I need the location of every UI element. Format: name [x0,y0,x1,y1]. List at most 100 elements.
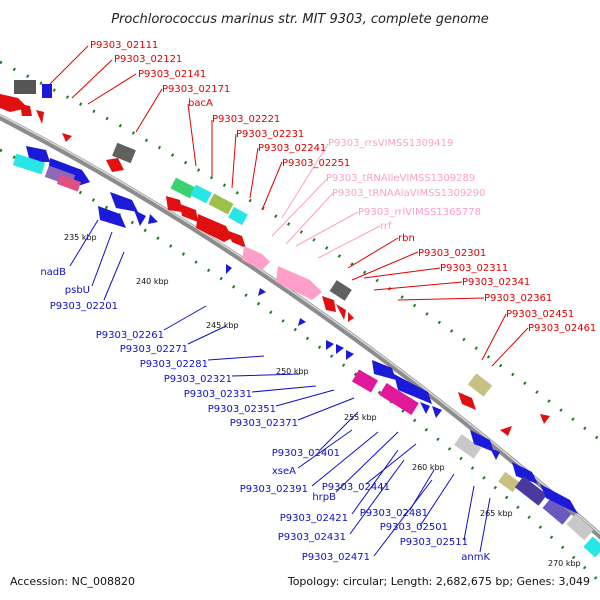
gene-block[interactable] [228,206,248,226]
gene-arrow[interactable] [26,146,50,162]
gene-arrow[interactable] [512,462,538,484]
gene-label[interactable]: P9303_02221 [212,114,280,125]
gene-label[interactable]: psbU [65,285,90,296]
rna-arrow[interactable] [242,246,270,270]
gene-block[interactable] [542,497,572,525]
gene-label[interactable]: P9303_02351 [208,404,276,415]
gene-arrow[interactable] [490,448,500,460]
gene-block[interactable] [467,373,493,397]
gene-arrow[interactable] [106,158,124,172]
gene-block[interactable] [454,434,482,459]
gene-arrow[interactable] [20,104,32,116]
rna-label[interactable]: rrf [380,221,392,232]
gene-label[interactable]: P9303_02421 [280,513,348,524]
gene-arrow[interactable] [540,484,578,514]
gene-label[interactable]: P9303_02341 [462,277,530,288]
bottom-labels: nadB psbU P9303_02201 P9303_02261 P9303_… [40,267,490,563]
gene-block[interactable] [514,476,548,506]
gene-block[interactable] [583,536,600,558]
gene-block[interactable] [190,184,212,204]
gene-arrow[interactable] [348,312,354,322]
gene-arrow[interactable] [500,426,512,436]
gene-label[interactable]: anmK [461,552,490,563]
gene-label[interactable]: nadB [40,267,66,278]
gene-label[interactable]: P9303_02121 [114,54,182,65]
gene-block[interactable] [329,280,352,301]
gene-label[interactable]: P9303_02391 [240,484,308,495]
tick-label: 245 kbp [206,321,239,330]
gene-label[interactable]: P9303_02461 [528,323,596,334]
gene-block[interactable] [566,513,594,541]
gene-arrow[interactable] [148,214,158,224]
gene-label[interactable]: bacA [188,98,213,109]
gene-arrow[interactable] [432,406,442,418]
gene-label[interactable]: P9303_02451 [506,309,574,320]
gene-arrow[interactable] [196,214,232,242]
gene-arrow[interactable] [322,296,336,312]
gene-label[interactable]: P9303_02481 [360,508,428,519]
gene-block[interactable] [12,153,46,175]
gene-arrow[interactable] [326,340,334,350]
gene-label[interactable]: P9303_02471 [302,552,370,563]
gene-label[interactable]: P9303_02511 [400,537,468,548]
rna-label[interactable]: P9303_tRNAIleVIMSS1309289 [326,173,475,184]
gene-label[interactable]: P9303_02371 [230,418,298,429]
gene-arrow[interactable] [420,402,430,414]
gene-block[interactable] [42,84,52,98]
gene-label[interactable]: P9303_02141 [138,69,206,80]
gene-arrow[interactable] [226,264,232,274]
gene-label[interactable]: P9303_02261 [96,330,164,341]
gene-arrow[interactable] [258,288,266,296]
gene-arrow[interactable] [134,210,146,226]
gene-label[interactable]: P9303_02171 [162,84,230,95]
gene-label[interactable]: P9303_02231 [236,129,304,140]
gene-label[interactable]: rbn [398,233,415,244]
gene-arrow[interactable] [458,392,476,410]
gene-block[interactable] [56,174,82,192]
rna-arrow[interactable] [276,266,322,300]
gene-arrow[interactable] [110,192,138,212]
gene-arrow[interactable] [98,206,126,228]
gene-label[interactable]: P9303_02281 [140,359,208,370]
rna-label[interactable]: P9303_rrlVIMSS1365778 [358,207,481,218]
forward-strand-features [0,80,550,436]
gene-label[interactable]: P9303_02401 [272,448,340,459]
gene-arrow[interactable] [336,304,346,320]
gene-arrow[interactable] [166,196,182,212]
gene-arrow[interactable] [372,360,396,380]
gene-arrow[interactable] [346,350,354,360]
gene-label[interactable]: P9303_02241 [258,143,326,154]
gene-label[interactable]: P9303_02441 [322,482,390,493]
gene-label[interactable]: P9303_02201 [50,301,118,312]
gene-arrow[interactable] [298,318,306,326]
gene-label[interactable]: P9303_02301 [418,248,486,259]
rna-label[interactable]: P9303_rrsVIMSS1309419 [328,138,453,149]
gene-arrow[interactable] [540,414,550,424]
gene-block[interactable] [498,471,520,493]
gene-arrow[interactable] [394,374,432,404]
gene-arrow[interactable] [470,430,494,452]
gene-block[interactable] [351,369,379,393]
gene-arrow[interactable] [48,158,90,186]
gene-arrow[interactable] [180,204,198,222]
gene-arrow[interactable] [36,110,44,124]
gene-label[interactable]: P9303_02321 [164,374,232,385]
gene-arrow[interactable] [226,230,246,248]
gene-block[interactable] [379,382,419,416]
gene-block[interactable] [208,193,234,215]
gene-label[interactable]: P9303_02501 [380,522,448,533]
gene-block[interactable] [14,80,36,94]
gene-label[interactable]: P9303_02311 [440,263,508,274]
gene-arrow[interactable] [336,344,344,354]
gene-label[interactable]: P9303_02251 [282,158,350,169]
gene-arrow[interactable] [62,133,72,142]
gene-label[interactable]: P9303_02431 [278,532,346,543]
gene-block[interactable] [170,177,196,199]
gene-label[interactable]: xseA [272,466,296,477]
gene-label[interactable]: hrpB [312,492,336,503]
gene-label[interactable]: P9303_02331 [184,389,252,400]
gene-label[interactable]: P9303_02271 [120,344,188,355]
gene-label[interactable]: P9303_02361 [484,293,552,304]
rna-label[interactable]: P9303_tRNAAlaVIMSS1309290 [332,188,485,199]
gene-label[interactable]: P9303_02111 [90,40,158,51]
